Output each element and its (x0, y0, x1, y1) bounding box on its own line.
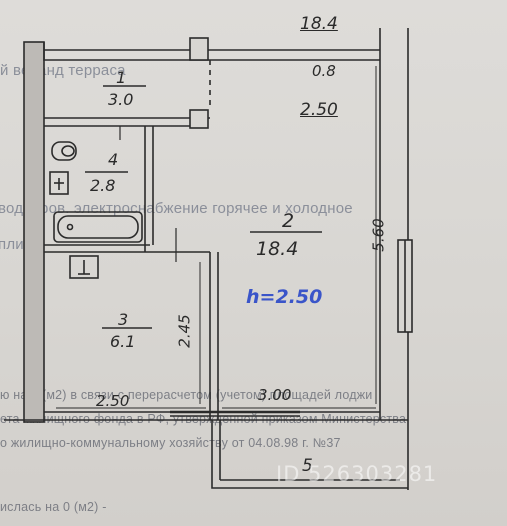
bg-text-line5: ета жилищного фонда в РФ, утвержденной п… (0, 412, 407, 426)
toilet (51, 141, 77, 161)
dimension-5-60: 5.60 (369, 218, 388, 252)
top-column (189, 37, 209, 61)
dimension-3-00: 3.00 (258, 386, 292, 404)
radiator (69, 255, 99, 279)
header-height: 2.50 (300, 100, 338, 120)
loggia-outline (211, 420, 408, 489)
room3-number: 3 (118, 310, 129, 329)
bg-text-line3: плит (0, 236, 31, 253)
bg-text-line4: ю на 0 (м2) в связи с перерасчетом (учет… (0, 388, 373, 402)
room1-number: 1 (116, 68, 127, 87)
dimension-2-50: 2.50 (96, 392, 130, 410)
ceiling-height-note: h=2.50 (246, 286, 323, 308)
room4-area: 2.8 (90, 176, 116, 195)
bathtub (53, 211, 143, 243)
sink (49, 171, 69, 195)
room1-area: 3.0 (108, 90, 134, 109)
room2-number: 2 (282, 210, 295, 232)
mid-column (189, 109, 209, 129)
watermark-id: ID 526303281 (276, 462, 438, 486)
room2-area: 18.4 (256, 238, 299, 260)
top-wall-inner (43, 42, 380, 61)
room3-area: 6.1 (110, 332, 136, 351)
left-wall (23, 41, 45, 423)
bg-text-line6: о жилищно-коммунальному хозяйству от 04.… (0, 436, 341, 450)
room5-number: 5 (302, 456, 313, 476)
room4-number: 4 (108, 150, 119, 169)
header-balcony-area: 0.8 (312, 62, 336, 80)
dimension-2-45: 2.45 (175, 314, 194, 348)
header-total-area: 18.4 (300, 14, 338, 34)
bg-text-line7: ислась на 0 (м2) - (0, 500, 107, 514)
